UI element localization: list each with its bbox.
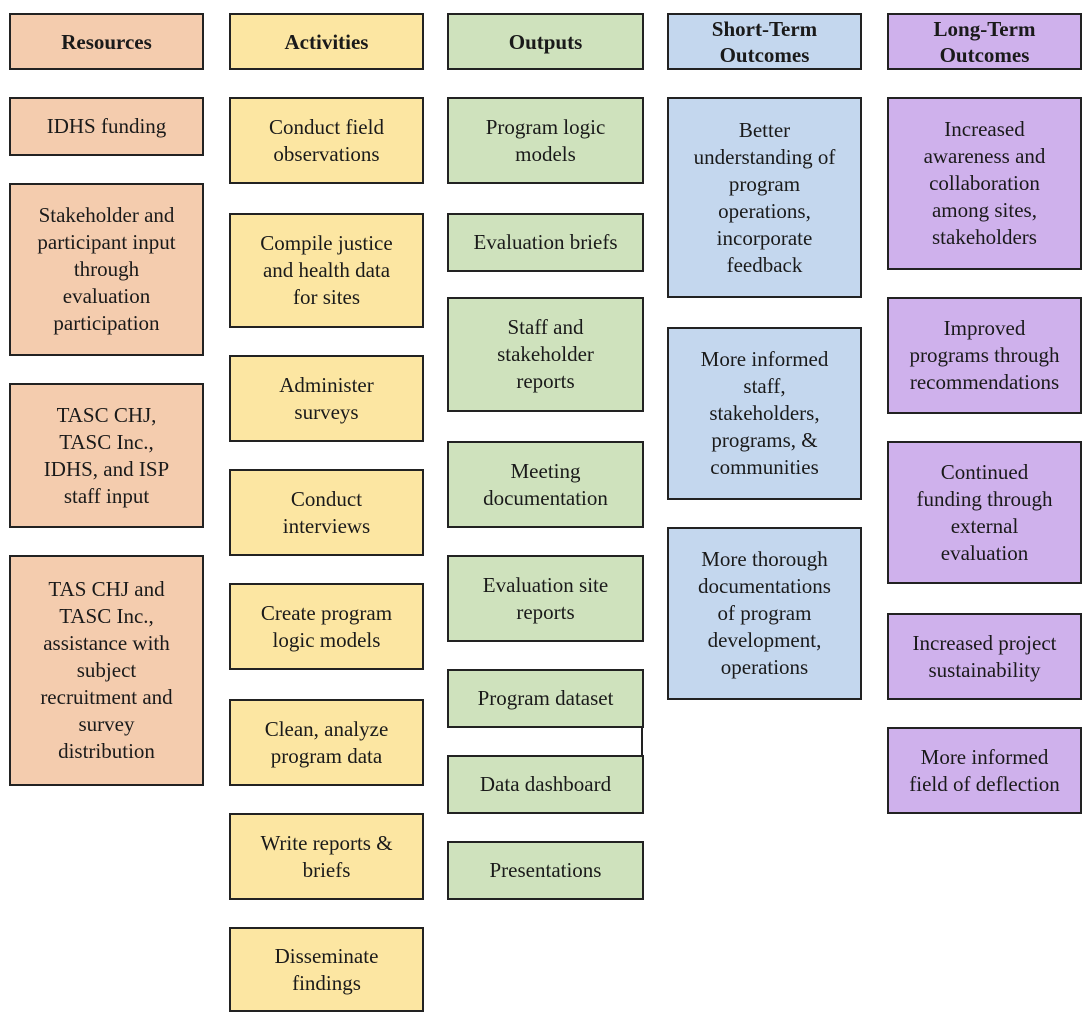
short-term-better-understanding: Better understanding of program operatio… [667,97,862,298]
output-data-dashboard: Data dashboard [447,755,644,814]
long-term-increased-awareness: Increased awareness and collaboration am… [887,97,1082,270]
activity-compile-data: Compile justice and health data for site… [229,213,424,328]
short-term-more-informed: More informed staff, stakeholders, progr… [667,327,862,500]
output-staff-stakeholder-reports: Staff and stakeholder reports [447,297,644,412]
output-evaluation-site-reports: Evaluation site reports [447,555,644,642]
activity-conduct-interviews: Conduct interviews [229,469,424,556]
activity-clean-analyze-data: Clean, analyze program data [229,699,424,786]
resource-staff-input: TASC CHJ, TASC Inc., IDHS, and ISP staff… [9,383,204,528]
resources-header: Resources [9,13,204,70]
output-presentations: Presentations [447,841,644,900]
long-term-informed-field: More informed field of deflection [887,727,1082,814]
output-connector-line [641,726,643,756]
output-program-dataset: Program dataset [447,669,644,728]
outputs-header: Outputs [447,13,644,70]
activities-header: Activities [229,13,424,70]
activity-field-observations: Conduct field observations [229,97,424,184]
activity-administer-surveys: Administer surveys [229,355,424,442]
activity-disseminate-findings: Disseminate findings [229,927,424,1012]
long-term-project-sustainability: Increased project sustainability [887,613,1082,700]
resource-idhs-funding: IDHS funding [9,97,204,156]
resource-stakeholder-input: Stakeholder and participant input throug… [9,183,204,356]
resource-recruitment-assistance: TAS CHJ and TASC Inc., assistance with s… [9,555,204,786]
short-term-thorough-documentation: More thorough documentations of program … [667,527,862,700]
output-meeting-documentation: Meeting documentation [447,441,644,528]
long-term-continued-funding: Continued funding through external evalu… [887,441,1082,584]
output-program-logic-models: Program logic models [447,97,644,184]
long-term-outcomes-header: Long-Term Outcomes [887,13,1082,70]
long-term-improved-programs: Improved programs through recommendation… [887,297,1082,414]
short-term-outcomes-header: Short-Term Outcomes [667,13,862,70]
activity-write-reports: Write reports & briefs [229,813,424,900]
output-evaluation-briefs: Evaluation briefs [447,213,644,272]
activity-create-logic-models: Create program logic models [229,583,424,670]
